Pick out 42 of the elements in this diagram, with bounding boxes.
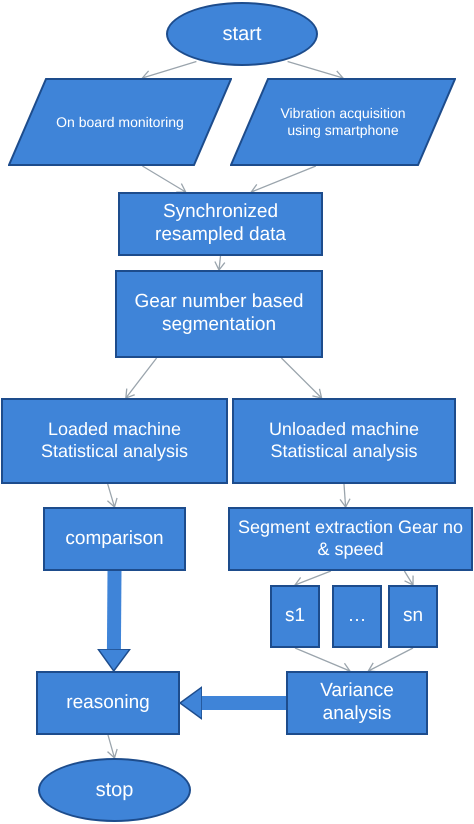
process-box — [228, 507, 473, 571]
node-label: … — [348, 605, 366, 628]
arrow — [339, 484, 351, 508]
node-label: Vibration acquisition using smartphone — [279, 105, 407, 139]
process-box — [36, 671, 180, 735]
arrow — [404, 570, 414, 586]
arrow — [294, 570, 332, 588]
process-box — [270, 585, 320, 648]
input-parallelogram — [230, 78, 456, 166]
process-box — [1, 398, 228, 484]
arrow — [214, 256, 226, 271]
process-box — [332, 585, 382, 648]
node-label: comparison — [65, 528, 164, 550]
node-label: reasoning — [66, 692, 150, 714]
block-arrow — [179, 686, 286, 720]
arrow — [125, 358, 158, 399]
input-parallelogram — [8, 78, 232, 166]
node-label: stop — [96, 778, 134, 802]
arrow — [250, 165, 316, 194]
arrow — [280, 358, 322, 399]
arrow — [294, 647, 351, 674]
node-label: Segment extraction Gear no & speed — [236, 517, 464, 561]
node-label: Unloaded machine Statistical analysis — [268, 419, 420, 463]
block-arrow — [97, 570, 131, 672]
arrow — [106, 484, 118, 508]
node-label: Gear number based segmentation — [134, 291, 304, 337]
process-box — [115, 270, 323, 358]
node-label: start — [222, 22, 262, 46]
node-label: sn — [402, 605, 424, 628]
arrow — [368, 647, 414, 672]
arrow — [142, 165, 186, 193]
node-label: On board monitoring — [56, 114, 184, 130]
node-label: Variance analysis — [319, 680, 395, 726]
process-box — [286, 671, 428, 735]
node-label: Loaded machine Statistical analysis — [40, 419, 190, 463]
process-box — [43, 507, 186, 571]
process-box — [232, 398, 456, 484]
node-label: Synchronized resampled data — [154, 201, 287, 247]
arrow — [106, 734, 118, 759]
process-box — [118, 192, 323, 256]
node-label: s1 — [284, 605, 306, 628]
process-box — [388, 585, 438, 648]
